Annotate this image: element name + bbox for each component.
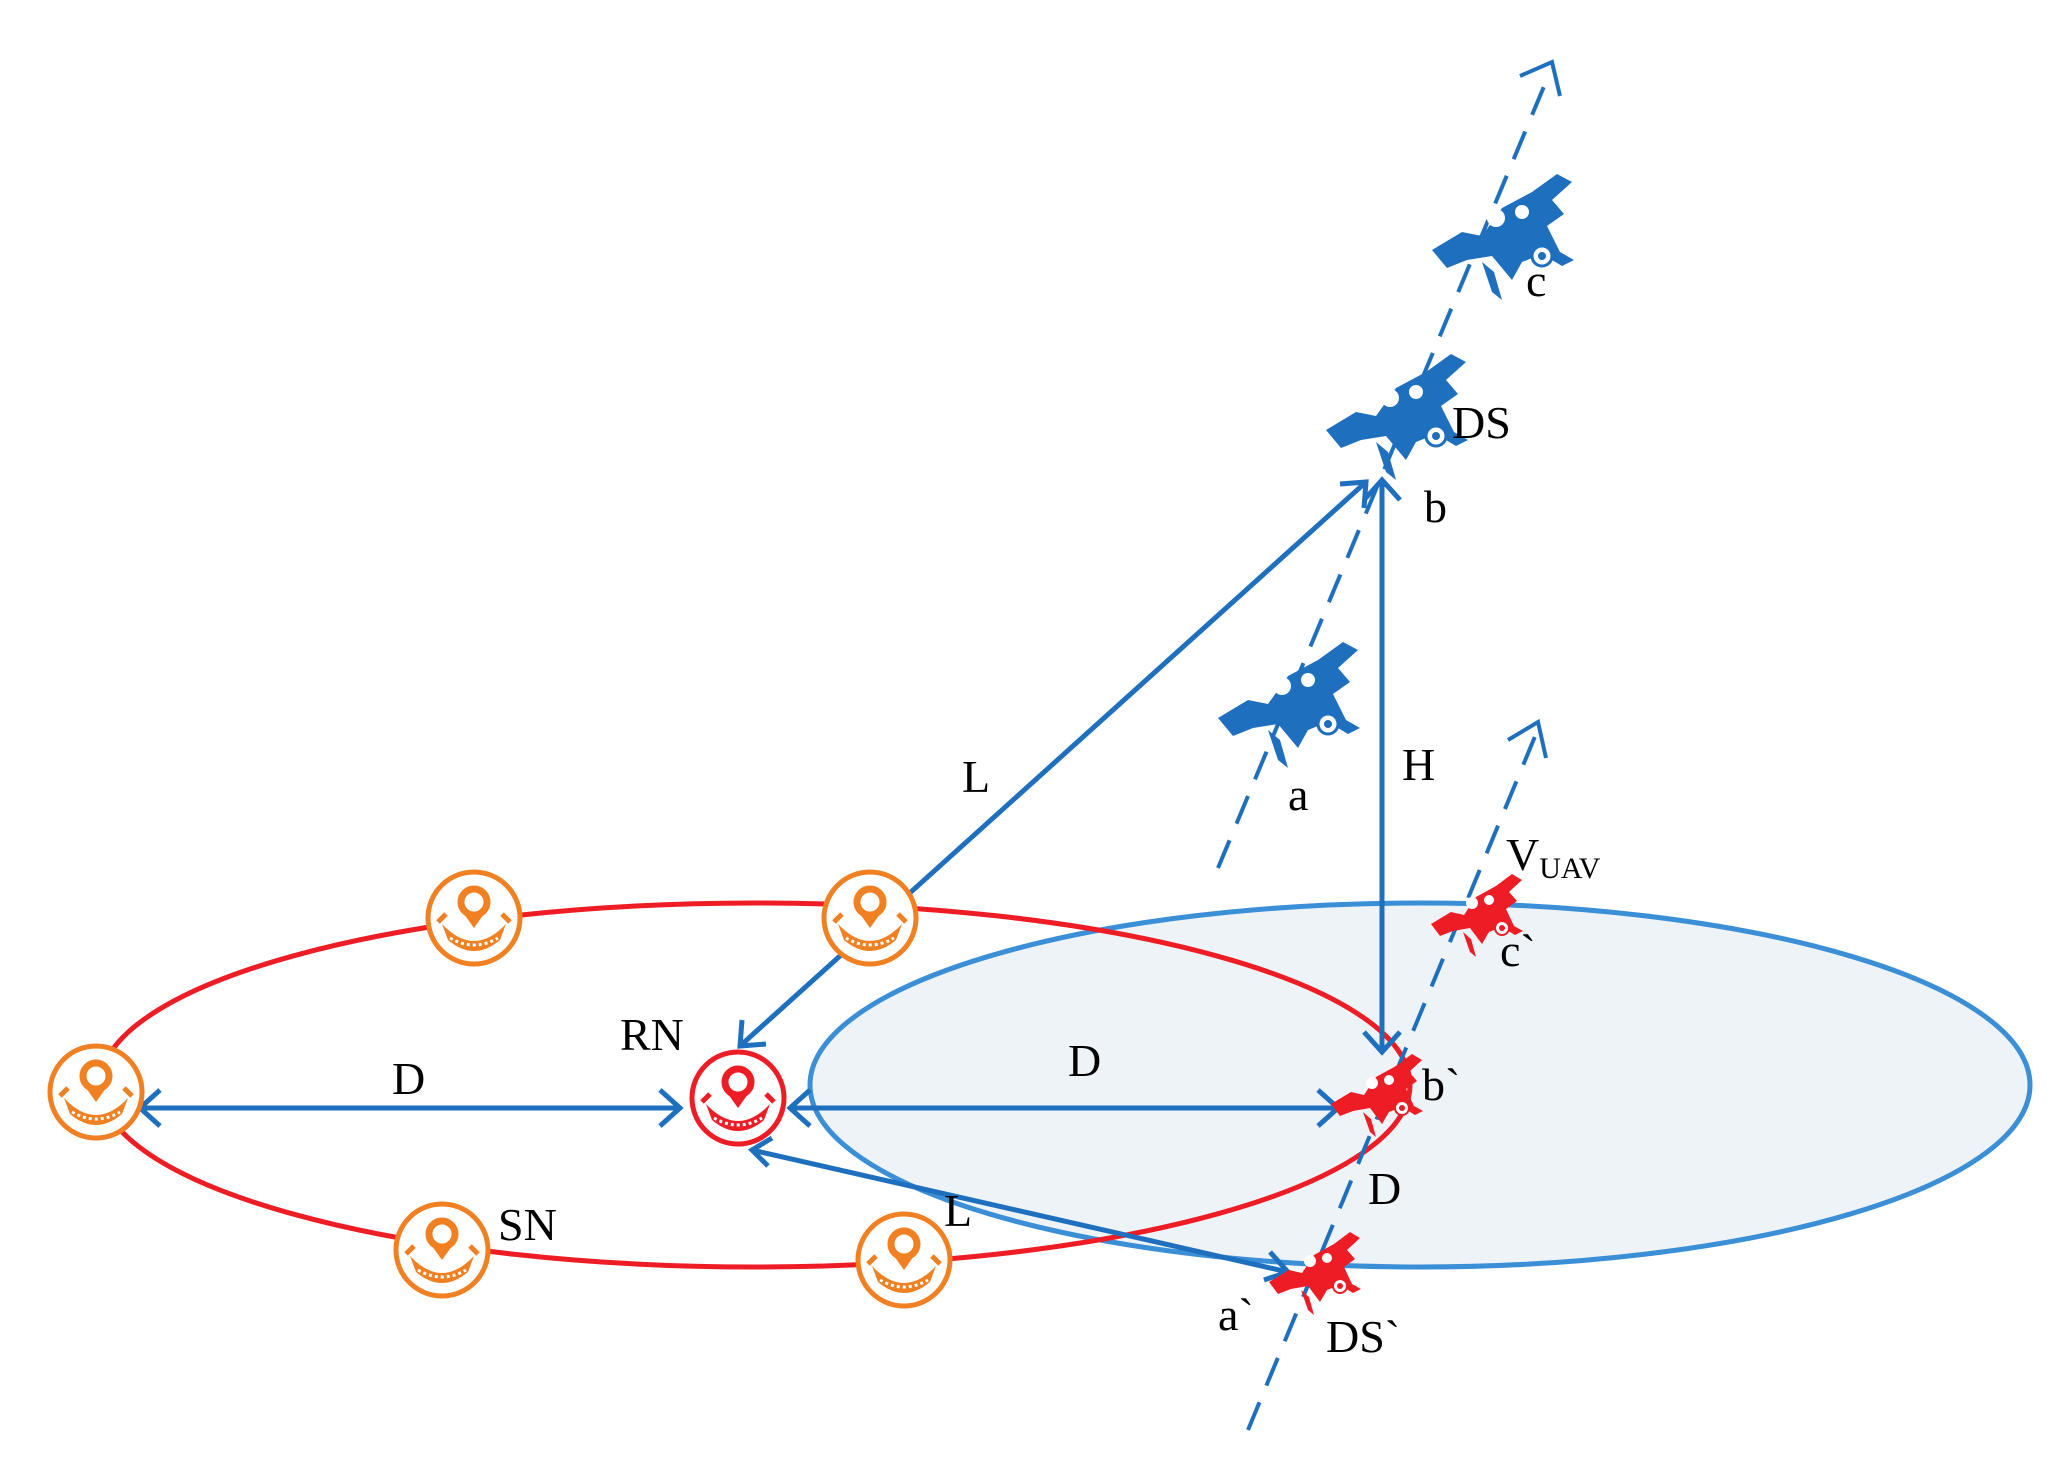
label-b-prime: b` xyxy=(1422,1059,1460,1110)
label-c-prime: c` xyxy=(1500,925,1536,976)
sensor-node-icon xyxy=(428,872,520,964)
label-l-lower: L xyxy=(944,1185,972,1236)
label-v-main: V xyxy=(1506,829,1539,880)
uav-drone-icon-ds xyxy=(1324,352,1470,482)
uav-drone-icon-c xyxy=(1430,172,1576,302)
lower-flight-path-arrowhead xyxy=(1506,718,1548,759)
sensor-node-icon xyxy=(824,872,916,964)
label-c: c xyxy=(1526,255,1546,306)
lower-flight-path xyxy=(1246,733,1538,1431)
label-v-uav: VUAV xyxy=(1506,829,1601,885)
label-d-diagonal: D xyxy=(1368,1163,1401,1214)
uav-drone-icon-a xyxy=(1216,640,1362,770)
label-a-prime: a` xyxy=(1218,1289,1254,1340)
label-d-left: D xyxy=(392,1053,425,1104)
label-ds-prime: DS` xyxy=(1326,1311,1400,1362)
label-l-upper: L xyxy=(962,751,990,802)
label-v-subscript: UAV xyxy=(1539,852,1600,885)
label-rn: RN xyxy=(620,1009,684,1060)
label-h: H xyxy=(1402,739,1435,790)
relay-node-icon xyxy=(692,1052,784,1144)
sensor-node-icon xyxy=(396,1204,488,1296)
label-sn: SN xyxy=(498,1199,557,1250)
label-ds: DS xyxy=(1452,397,1511,448)
sensor-node-icon xyxy=(858,1214,950,1306)
upper-flight-path-arrowhead xyxy=(1519,59,1562,97)
label-d-right: D xyxy=(1068,1035,1101,1086)
height-h-arrow xyxy=(1362,476,1402,1056)
sensor-node-icon xyxy=(50,1046,142,1138)
label-a: a xyxy=(1288,769,1308,820)
label-b: b xyxy=(1424,481,1447,532)
uav-coverage-area xyxy=(807,900,2033,1270)
